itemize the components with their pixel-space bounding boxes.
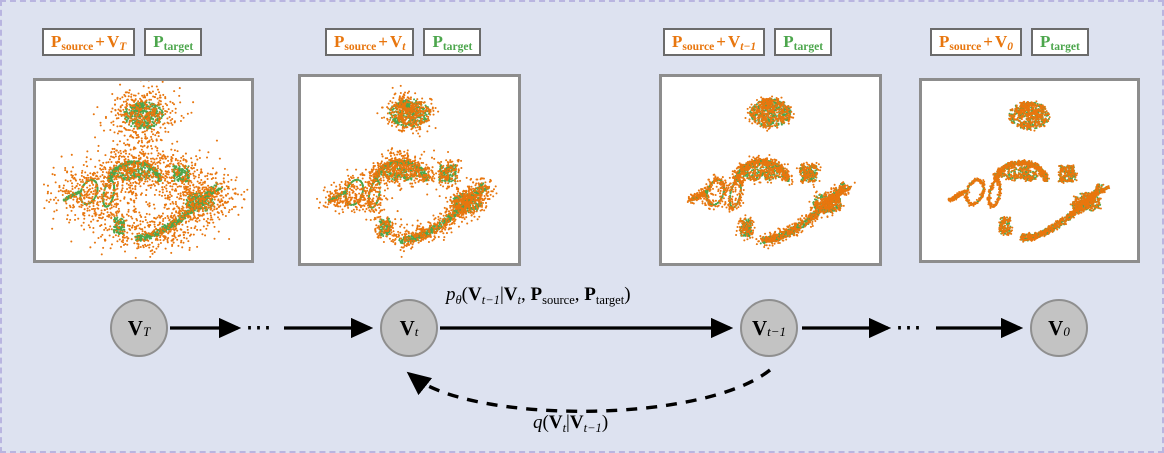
point-cloud-panel-0 xyxy=(919,78,1140,263)
chain-ellipsis-right: ⋯ xyxy=(895,312,924,342)
chip-source-noise-T: Psource+VT xyxy=(42,28,136,56)
chip-source-noise-0: Psource+V0 xyxy=(930,28,1022,56)
point-cloud-panel-t xyxy=(298,74,521,266)
panel-labels-t-1: Psource+Vt−1 Ptarget xyxy=(663,28,833,56)
chip-target-T: Ptarget xyxy=(144,28,203,56)
chip-target-t-1: Ptarget xyxy=(774,28,833,56)
chain-arrows xyxy=(170,317,1024,413)
chip-target-0: Ptarget xyxy=(1031,28,1089,56)
chip-source-noise-t-1: Psource+Vt−1 xyxy=(663,28,766,56)
point-cloud-panel-T xyxy=(33,78,254,263)
forward-process-formula: q(Vt|Vt−1) xyxy=(533,412,609,435)
point-cloud-panel-t-1 xyxy=(659,74,882,266)
reverse-process-formula: pθ(Vt−1|Vt, Psource, Ptarget) xyxy=(446,284,631,307)
chain-ellipsis-left: ⋯ xyxy=(245,312,274,342)
chip-source-noise-t: Psource+Vt xyxy=(325,28,415,56)
chip-target-t: Ptarget xyxy=(423,28,482,56)
panel-labels-t: Psource+Vt Ptarget xyxy=(325,28,482,56)
panel-labels-T: Psource+VT Ptarget xyxy=(42,28,203,56)
panel-labels-0: Psource+V0 Ptarget xyxy=(930,28,1089,56)
